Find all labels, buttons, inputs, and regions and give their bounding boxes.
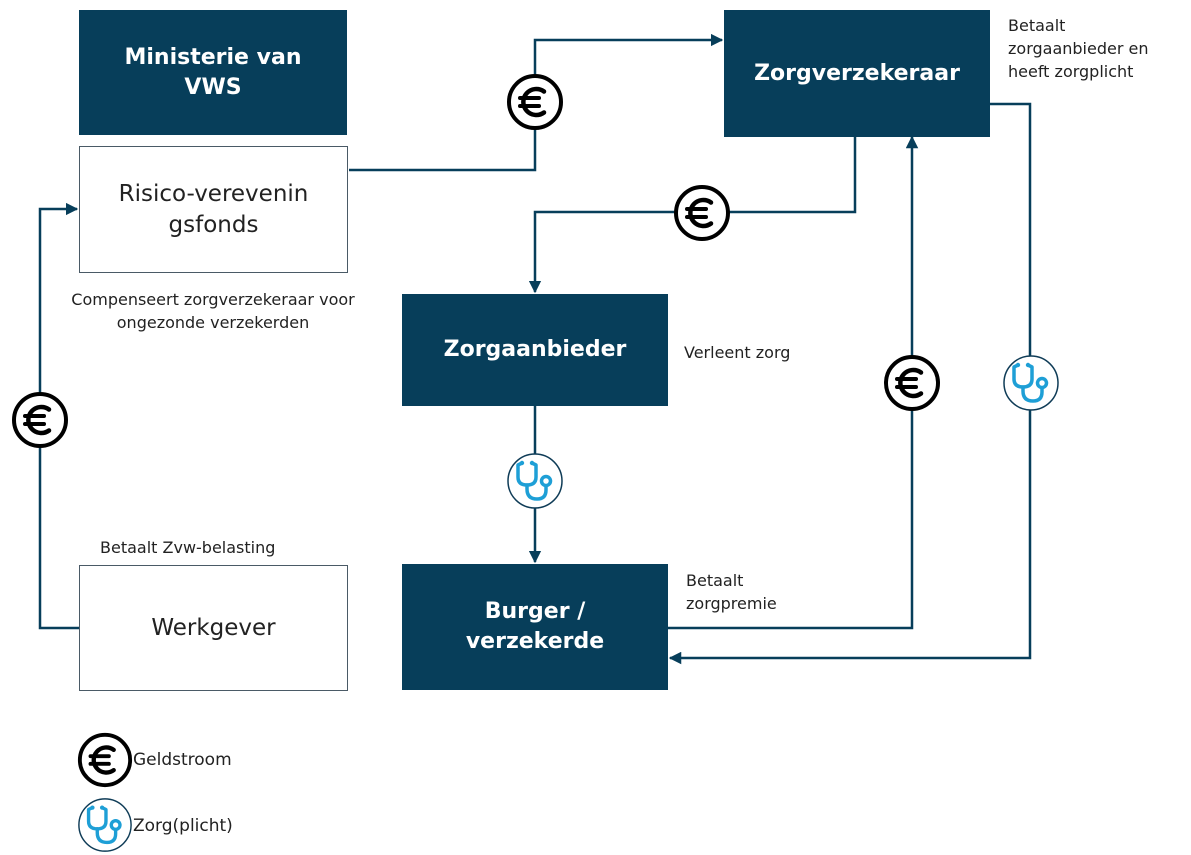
flow-burger-to-zorgverzekeraar	[668, 135, 919, 630]
stethoscope-icon	[78, 798, 132, 852]
euro-coin-icon	[77, 732, 133, 788]
node-zorgaanbieder: Zorgaanbieder	[402, 294, 668, 406]
node-zorgverzekeraar: Zorgverzekeraar	[724, 10, 990, 137]
node-zorgverzekeraar-label: Zorgverzekeraar	[754, 60, 960, 86]
note-zorgaanbieder: Verleent zorg	[684, 343, 791, 362]
node-zorgaanbieder-label: Zorgaanbieder	[443, 337, 627, 362]
stethoscope-icon	[507, 453, 563, 509]
euro-coin-icon	[884, 355, 940, 411]
note-risicovereveningsfonds: Compenseert zorgverzekeraar voor ongezon…	[71, 290, 355, 332]
euro-coin-icon	[12, 392, 68, 448]
note-burger: Betaalt zorgpremie	[686, 571, 777, 613]
euro-coin-icon	[507, 74, 563, 130]
legend-money-label: Geldstroom	[133, 750, 232, 770]
node-werkgever-label: Werkgever	[151, 614, 276, 641]
node-risicovereveningsfonds: Risico-vereveningsfonds	[79, 146, 348, 273]
node-burger-verzekerde-label: Burger / verzekerde	[465, 599, 605, 654]
node-ministerie-vws-label: Ministerie van VWS	[124, 44, 302, 100]
node-ministerie-vws: Ministerie van VWS	[79, 10, 347, 135]
node-werkgever: Werkgever	[79, 565, 348, 691]
node-burger-verzekerde: Burger / verzekerde	[402, 564, 668, 690]
stethoscope-icon	[1003, 355, 1059, 411]
euro-coin-icon	[674, 185, 730, 241]
legend-care-label: Zorg(plicht)	[133, 816, 233, 836]
node-risicovereveningsfonds-label: Risico-vereveningsfonds	[118, 180, 309, 238]
note-zorgverzekeraar: Betaalt zorgaanbieder en heeft zorgplich…	[1008, 16, 1149, 81]
note-werkgever: Betaalt Zvw-belasting	[100, 538, 276, 557]
